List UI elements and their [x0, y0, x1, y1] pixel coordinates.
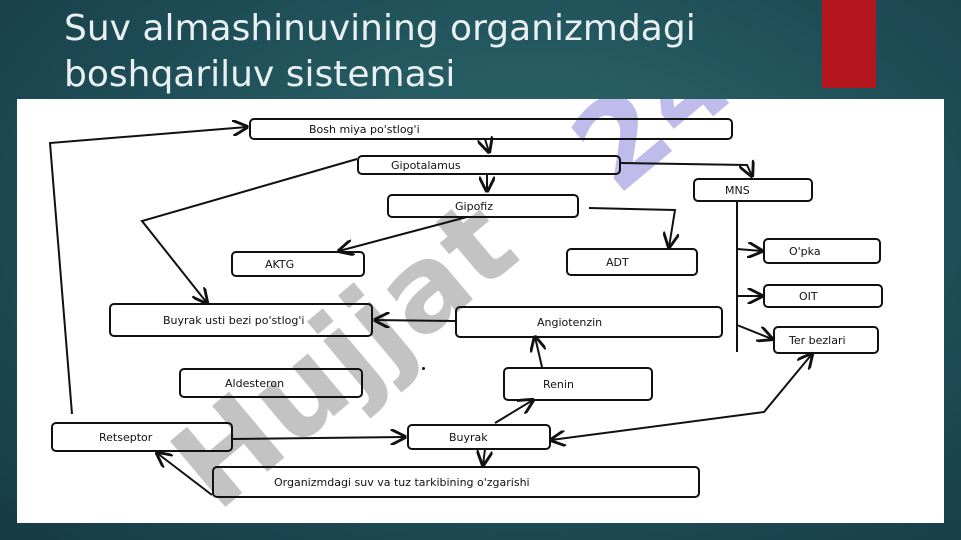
node-mns: MNS [693, 178, 813, 202]
stray-dot [422, 367, 425, 370]
node-label: Retseptor [99, 430, 153, 444]
node-oit: OIT [763, 284, 883, 308]
node-aldesteron: Aldesteron [179, 368, 363, 398]
node-label: Gipotalamus [391, 158, 461, 172]
node-angiotenzin: Angiotenzin [455, 306, 723, 338]
node-label: AKTG [265, 257, 295, 271]
accent-bar [822, 0, 876, 88]
node-label: Buyrak usti bezi po'stlog'i [163, 313, 305, 327]
node-label: Bosh miya po'stlog'i [309, 122, 420, 136]
node-retseptor: Retseptor [51, 422, 233, 452]
diagram-panel: Hujjat 24 [17, 99, 944, 523]
node-label: Organizmdagi suv va tuz tarkibining o'zg… [274, 475, 530, 489]
node-buyrak: Buyrak [407, 424, 551, 450]
node-label: MNS [725, 183, 750, 197]
node-label: O'pka [789, 244, 821, 258]
node-gipotalamus: Gipotalamus [357, 155, 621, 175]
node-bosh-miya-po-stlogi: Bosh miya po'stlog'i [249, 118, 733, 140]
connector-lines [48, 99, 944, 496]
node-opka: O'pka [763, 238, 881, 264]
slide-title: Suv almashinuvining organizmdagi boshqar… [64, 8, 696, 95]
node-aktg: AKTG [231, 251, 365, 277]
node-gipofiz: Gipofiz [387, 194, 579, 218]
node-label: Gipofiz [455, 199, 493, 213]
node-renin: Renin [503, 367, 653, 401]
node-label: Buyrak [449, 430, 488, 444]
node-buyrak-usti-bezi-po-stlogi: Buyrak usti bezi po'stlog'i [109, 303, 373, 337]
node-label: OIT [799, 289, 818, 303]
node-label: Aldesteron [225, 376, 285, 390]
node-adt: ADT [566, 248, 698, 276]
node-label: Ter bezlari [789, 333, 846, 347]
node-suv-va-tuz-ozgarishi: Organizmdagi suv va tuz tarkibining o'zg… [212, 466, 700, 498]
node-ter-bezlari: Ter bezlari [773, 326, 879, 354]
node-label: ADT [606, 255, 629, 269]
node-label: Renin [543, 377, 574, 391]
node-label: Angiotenzin [537, 315, 603, 329]
